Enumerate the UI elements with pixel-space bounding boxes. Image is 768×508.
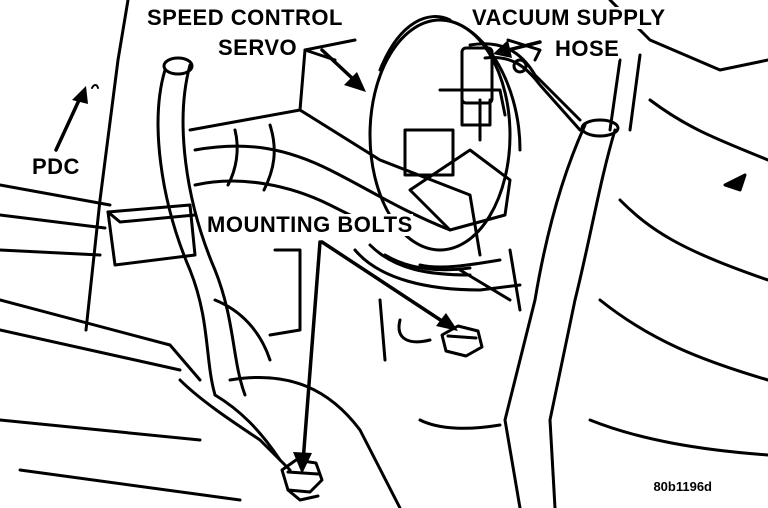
pdc-leader-line	[54, 96, 82, 152]
bolt-upper-arrow-icon	[436, 313, 458, 331]
arrowheads	[72, 40, 512, 474]
bolt-leader-upper	[320, 240, 447, 325]
mounting-bolt-upper	[440, 324, 484, 358]
intake-tube	[0, 298, 402, 508]
bolt-leader-lower	[301, 240, 322, 464]
leader-arrows	[54, 40, 542, 464]
pdc-arrow-icon	[72, 86, 88, 104]
right-hose	[503, 0, 768, 508]
vertical-hose	[156, 56, 292, 472]
servo-arrow-icon	[344, 72, 366, 92]
speed-control-label-line1: SPEED CONTROL	[147, 5, 343, 30]
vacuum-label-line1: VACUUM SUPPLY	[472, 5, 666, 30]
pdc-label: PDC	[32, 154, 80, 179]
vacuum-arrow-icon	[493, 40, 512, 58]
servo-body	[106, 38, 482, 267]
pdc-panel-lines	[0, 0, 130, 332]
servo-leader-line	[320, 48, 354, 80]
ribbed-bracket	[353, 243, 522, 312]
speed-control-label-line2: SERVO	[218, 35, 298, 60]
vacuum-leader-line	[506, 40, 542, 52]
figure-code: 80b1196d	[653, 479, 712, 494]
mounting-bolt-lower	[280, 458, 324, 502]
vacuum-label-line2: HOSE	[555, 36, 620, 61]
bolt-lower-arrow-icon	[293, 452, 312, 474]
mounting-bolts-label: MOUNTING BOLTS	[207, 212, 413, 237]
bottom-details	[213, 248, 502, 430]
